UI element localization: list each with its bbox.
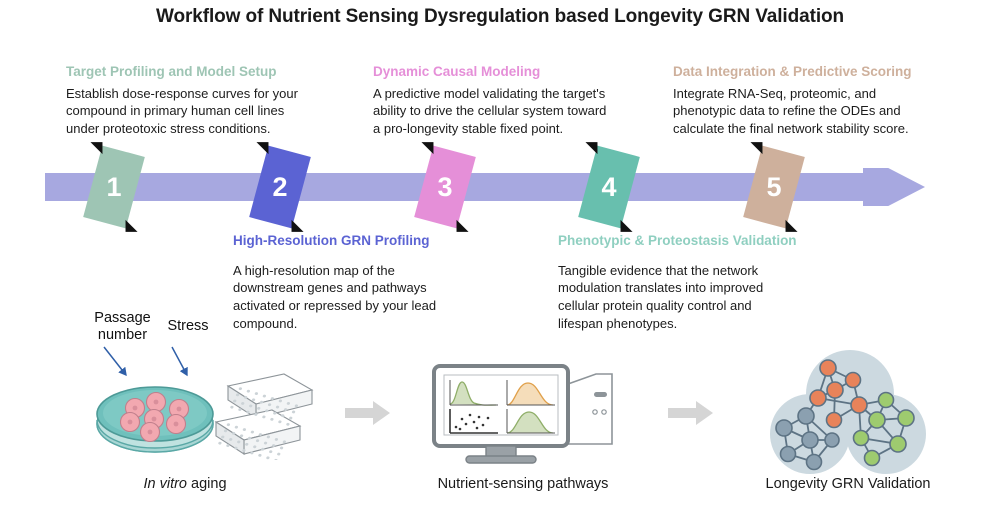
step-body-1: Establish dose-response curves for your …	[66, 85, 298, 136]
step-heading-3: Dynamic Causal Modeling	[373, 64, 541, 79]
network-node-orange	[809, 359, 868, 429]
step-body-4: Tangible evidence that the network modul…	[558, 262, 764, 331]
step-badge-3[interactable]: 3	[414, 142, 476, 232]
step-heading-5: Data Integration & Predictive Scoring	[673, 64, 912, 79]
petri-dish-icon	[96, 386, 214, 453]
step-body-5: Integrate RNA-Seq, proteomic, and phenot…	[673, 85, 909, 136]
microplate-icon	[214, 373, 314, 460]
grn-network-icon	[770, 350, 926, 474]
page-title: Workflow of Nutrient Sensing Dysregulati…	[155, 6, 845, 27]
step-text-3: Dynamic Causal Modeling A predictive mod…	[373, 64, 663, 138]
step-number-4: 4	[601, 171, 617, 202]
step-text-5: Data Integration & Predictive Scoring In…	[673, 64, 968, 138]
caption-in-vitro-aging: In vitro aging	[95, 476, 275, 492]
step-text-4: Phenotypic & Proteostasis Validation Tan…	[558, 233, 848, 332]
connector-arrow-2-icon	[668, 401, 713, 425]
step-text-1: Target Profiling and Model Setup Establi…	[66, 64, 346, 138]
label-passage-number: Passage number	[94, 310, 151, 343]
step-body-3: A predictive model validating the target…	[373, 85, 607, 136]
step-number-2: 2	[272, 171, 288, 202]
step-badge-5[interactable]: 5	[743, 142, 805, 232]
caption-longevity-grn-validation: Longevity GRN Validation	[765, 476, 931, 492]
step-badge-1[interactable]: 1	[83, 142, 145, 232]
step-heading-2: High-Resolution GRN Profiling	[233, 233, 430, 248]
step-number-1: 1	[106, 171, 122, 202]
step-body-2: A high-resolution map of the downstream …	[233, 262, 437, 331]
dish-label-arrows	[103, 346, 188, 377]
caption-rest-part: aging	[187, 476, 227, 492]
connector-arrow-1-icon	[345, 401, 390, 425]
caption-nutrient-sensing-pathways: Nutrient-sensing pathways	[437, 476, 609, 492]
step-badge-2[interactable]: 2	[249, 142, 311, 232]
step-badge-4[interactable]: 4	[578, 142, 640, 232]
step-heading-4: Phenotypic & Proteostasis Validation	[558, 233, 797, 248]
step-number-3: 3	[437, 171, 453, 202]
network-node-slate	[775, 407, 840, 471]
step-number-5: 5	[766, 171, 782, 202]
step-text-2: High-Resolution GRN Profiling A high-res…	[233, 233, 523, 332]
computer-monitor-icon	[432, 364, 613, 464]
caption-italic-part: In vitro	[143, 476, 187, 492]
network-node-green	[852, 391, 915, 467]
step-heading-1: Target Profiling and Model Setup	[66, 64, 277, 79]
label-stress: Stress	[167, 318, 209, 334]
